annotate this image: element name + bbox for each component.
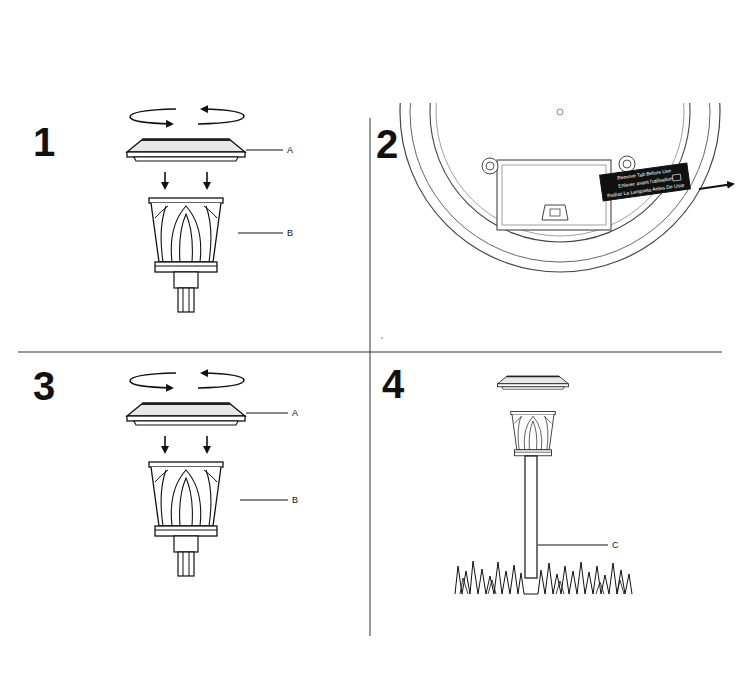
step-number: 3 — [33, 366, 55, 406]
part-letter: B — [287, 229, 293, 238]
step-number: 1 — [33, 122, 55, 162]
step-number: 4 — [382, 364, 404, 404]
part-letter: C — [612, 541, 619, 550]
part-letter: B — [292, 496, 298, 505]
step-number: 2 — [376, 124, 398, 164]
part-letter: A — [287, 146, 293, 155]
part-letter: A — [292, 409, 298, 418]
